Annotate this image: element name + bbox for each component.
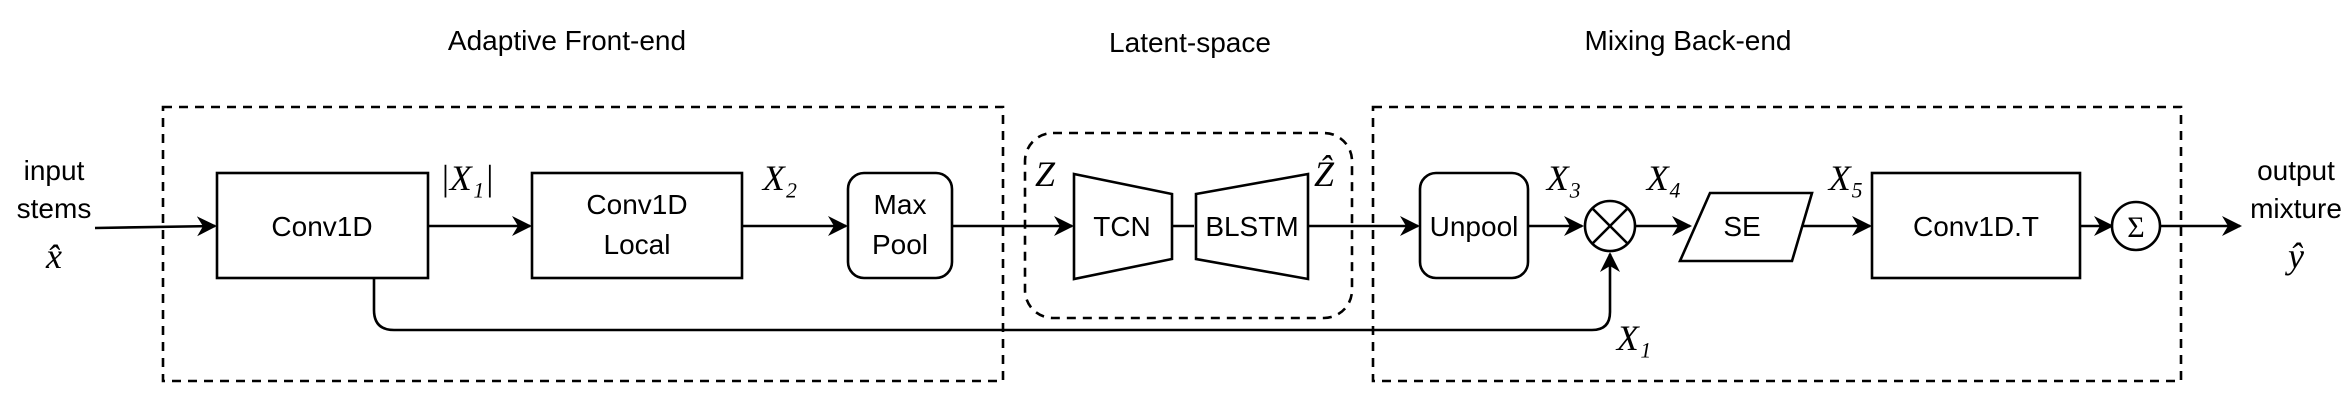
conv1d-local-label-line2: Local xyxy=(604,229,671,260)
signal-x2: X₂ xyxy=(761,158,798,198)
output-symbol: ŷ xyxy=(2285,236,2304,276)
unpool-block xyxy=(1418,171,1530,280)
tcn-block xyxy=(1072,172,1174,281)
sum-symbol: Σ xyxy=(2127,211,2144,244)
se-label: SE xyxy=(1723,211,1760,242)
se-block xyxy=(1678,191,1814,263)
tcn-label: TCN xyxy=(1093,211,1151,242)
conv1d-local-block xyxy=(530,171,744,280)
signal-x4: X₄ xyxy=(1645,158,1682,198)
group-title-backend: Mixing Back-end xyxy=(1585,25,1792,56)
output-label-line1: output xyxy=(2257,155,2335,186)
backend-group-frame xyxy=(1371,105,2183,383)
signal-x5: X₅ xyxy=(1827,158,1864,198)
input-label-line2: stems xyxy=(17,193,92,224)
conv1d-block xyxy=(215,171,430,280)
conv1d-local-label-line1: Conv1D xyxy=(586,189,687,220)
maxpool-label-line2: Pool xyxy=(872,229,928,260)
frontend-group-frame xyxy=(161,105,1005,383)
input-label-line1: input xyxy=(24,155,85,186)
signal-z-hat: Ẑ xyxy=(1314,154,1335,194)
signal-abs-x1: |X₁| xyxy=(440,158,494,198)
blstm-label: BLSTM xyxy=(1205,211,1298,242)
group-title-latent: Latent-space xyxy=(1109,27,1271,58)
input-symbol: x̂ xyxy=(45,236,62,276)
maxpool-block xyxy=(846,171,954,280)
signal-x3: X₃ xyxy=(1545,158,1582,198)
signal-x1-skip: X₁ xyxy=(1615,318,1652,358)
conv1dt-label: Conv1D.T xyxy=(1913,211,2039,242)
blstm-block xyxy=(1194,172,1310,281)
maxpool-label-line1: Max xyxy=(874,189,927,220)
signal-z: Z xyxy=(1035,154,1056,194)
group-title-frontend: Adaptive Front-end xyxy=(448,25,686,56)
input-arrow xyxy=(94,216,217,237)
sum-operator-icon xyxy=(2110,200,2162,252)
multiply-cross-b xyxy=(1591,207,1629,245)
conv1d-label: Conv1D xyxy=(271,211,372,242)
unpool-label: Unpool xyxy=(1430,211,1519,242)
output-label-line2: mixture xyxy=(2250,193,2342,224)
conv1dt-block xyxy=(1870,171,2082,280)
skip-connection-x1 xyxy=(372,252,1620,332)
